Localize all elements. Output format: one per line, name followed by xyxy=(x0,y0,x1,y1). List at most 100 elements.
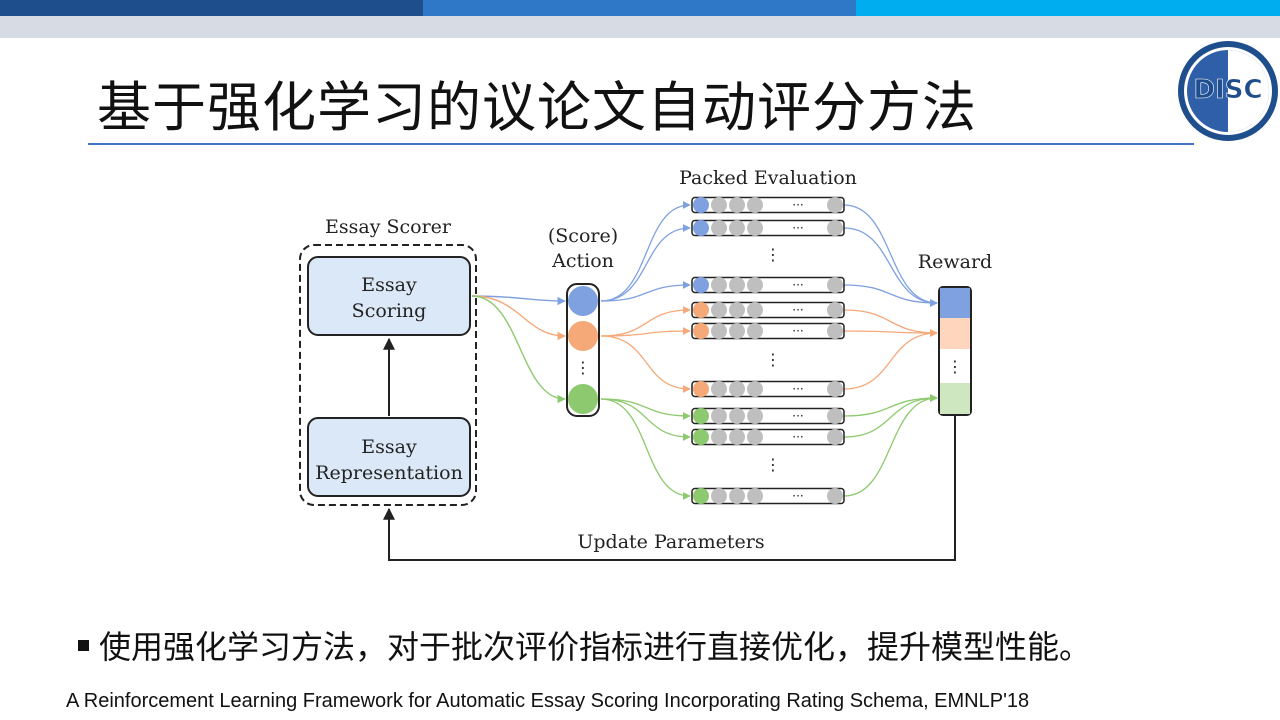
packed-row-ellipsis: ··· xyxy=(792,324,803,338)
action-to-row-edge xyxy=(600,281,691,302)
packed-row-last-cell xyxy=(827,197,843,213)
packed-row-last-cell xyxy=(827,277,843,293)
packed-row-first-cell xyxy=(693,302,709,318)
packed-row-ellipsis: ··· xyxy=(792,430,803,444)
packed-row-last-cell xyxy=(827,429,843,445)
row-to-reward-edge xyxy=(843,394,938,438)
packed-row-cell xyxy=(747,323,763,339)
scorer-to-green xyxy=(471,295,566,404)
row-to-reward-edge xyxy=(843,227,938,307)
packed-row-cell xyxy=(729,220,745,236)
packed-row-first-cell xyxy=(693,323,709,339)
packed-row-cell xyxy=(729,323,745,339)
packed-row-ellipsis: ··· xyxy=(792,198,803,212)
packed-row-cell xyxy=(711,488,727,504)
row-to-reward-edge xyxy=(843,329,938,337)
action-to-row-edge xyxy=(600,327,691,337)
packed-row-cell xyxy=(747,220,763,236)
packed-row-ellipsis: ··· xyxy=(792,382,803,396)
packed-row-first-cell xyxy=(693,408,709,424)
packed-row-cell xyxy=(729,277,745,293)
packed-row-last-cell xyxy=(827,408,843,424)
packed-row-ellipsis: ··· xyxy=(792,409,803,423)
packed-row-cell xyxy=(729,429,745,445)
action-to-row-edge xyxy=(600,398,691,441)
banner-segment-light xyxy=(856,0,1280,16)
packed-evaluation-label: Packed Evaluation xyxy=(679,167,857,189)
essay-repr-line1: Essay xyxy=(361,436,417,458)
essay-scorer-label: Essay Scorer xyxy=(325,216,452,238)
bullet-square-icon xyxy=(78,639,89,651)
top-banner xyxy=(0,0,1280,38)
packed-row-cell xyxy=(729,408,745,424)
action-to-row-edge xyxy=(600,201,691,302)
packed-row-first-cell xyxy=(693,381,709,397)
packed-row-last-cell xyxy=(827,381,843,397)
packed-row-cell xyxy=(747,197,763,213)
bullet-point: 使用强化学习方法，对于批次评价指标进行直接优化，提升模型性能。 xyxy=(78,622,1091,668)
update-parameters-arrow xyxy=(383,415,956,561)
action-vertical-ellipsis: ⋮ xyxy=(575,358,591,377)
packed-row-cell xyxy=(729,197,745,213)
slide-title: 基于强化学习的议论文自动评分方法 xyxy=(97,76,977,139)
packed-row-ellipsis: ··· xyxy=(792,221,803,235)
packed-row-cell xyxy=(747,408,763,424)
row-to-reward-edge xyxy=(843,394,938,497)
reward-label: Reward xyxy=(918,251,992,273)
packed-row-ellipsis: ··· xyxy=(792,303,803,317)
packed-row-first-cell xyxy=(693,429,709,445)
packed-row-cell xyxy=(711,197,727,213)
packed-row-cell xyxy=(729,488,745,504)
scorer-to-orange xyxy=(471,295,566,341)
logo-text: DISC xyxy=(1193,75,1262,105)
packed-ellipsis-orange: ⋮ xyxy=(765,350,781,369)
packed-ellipsis-green: ⋮ xyxy=(765,455,781,474)
packed-ellipsis-blue: ⋮ xyxy=(765,245,781,264)
rl-framework-diagram: Essay Scorer Essay Scoring Essay Represe… xyxy=(299,167,992,561)
packed-row-first-cell xyxy=(693,197,709,213)
packed-row-cell xyxy=(711,302,727,318)
bullet-text: 使用强化学习方法，对于批次评价指标进行直接优化，提升模型性能。 xyxy=(99,628,1092,666)
packed-row-cell xyxy=(729,302,745,318)
packed-row-last-cell xyxy=(827,323,843,339)
action-label-line1: (Score) xyxy=(548,225,618,247)
packed-row-cell xyxy=(747,302,763,318)
packed-row-cell xyxy=(711,408,727,424)
action-orange xyxy=(568,321,598,351)
packed-row-cell xyxy=(747,488,763,504)
reward-green xyxy=(940,383,970,414)
packed-evaluation-rows: ··························· xyxy=(600,196,938,505)
action-blue xyxy=(568,286,598,316)
packed-row-first-cell xyxy=(693,220,709,236)
banner-segment-dark xyxy=(0,0,423,16)
row-to-reward-edge xyxy=(843,329,938,390)
essay-scoring-line2: Scoring xyxy=(352,300,427,322)
packed-row-cell xyxy=(747,429,763,445)
packed-row-cell xyxy=(711,381,727,397)
update-parameters-label: Update Parameters xyxy=(577,531,764,553)
row-to-reward-edge xyxy=(843,284,938,307)
packed-row-ellipsis: ··· xyxy=(792,489,803,503)
action-to-row-edge xyxy=(600,398,691,500)
disc-logo: DISC xyxy=(1178,41,1278,141)
essay-scorer-container xyxy=(299,244,477,506)
row-to-reward-edge xyxy=(843,204,938,307)
packed-row-last-cell xyxy=(827,302,843,318)
packed-row-last-cell xyxy=(827,220,843,236)
action-to-row-edge xyxy=(600,306,691,337)
action-label-line2: Action xyxy=(551,250,614,272)
title-underline xyxy=(88,143,1194,145)
action-to-row-edge xyxy=(600,224,691,302)
scorer-to-blue xyxy=(471,295,566,306)
packed-row-cell xyxy=(711,323,727,339)
essay-repr-line2: Representation xyxy=(315,462,463,484)
row-to-reward-edge xyxy=(843,309,938,337)
packed-row-first-cell xyxy=(693,488,709,504)
paper-citation: A Reinforcement Learning Framework for A… xyxy=(66,690,1030,712)
action-green xyxy=(568,384,598,414)
packed-row-cell xyxy=(747,381,763,397)
packed-row-cell xyxy=(711,220,727,236)
banner-segment-mid xyxy=(423,0,856,16)
essay-representation-box xyxy=(307,417,471,497)
reward-orange xyxy=(940,318,970,349)
